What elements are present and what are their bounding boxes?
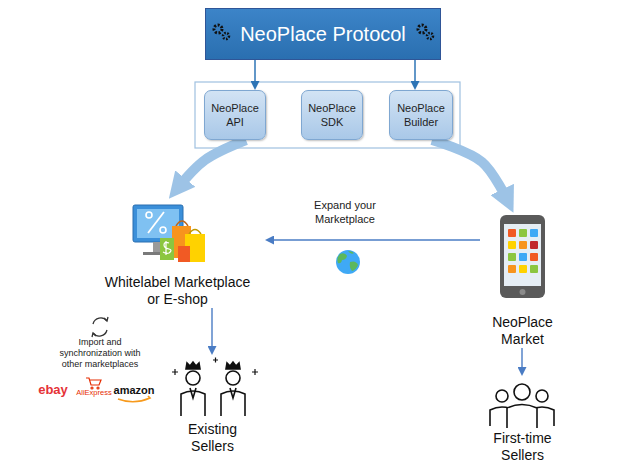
- shop-icon: [160, 238, 174, 260]
- phone-icon: [530, 265, 538, 273]
- shop-icon: [143, 252, 173, 255]
- sync-icon: [92, 333, 96, 337]
- first-time-sellers-icon: [514, 384, 530, 400]
- globe-icon: [336, 250, 360, 274]
- phone-icon: [519, 253, 527, 261]
- shop-icon: [176, 221, 188, 226]
- logo-text: AliExpress: [76, 388, 111, 397]
- tool-box: NeoPlace API: [204, 90, 266, 140]
- tool-box: NeoPlace Builder: [389, 90, 453, 140]
- first-time-sellers-icon: [490, 407, 514, 426]
- connector-arrow: [521, 348, 522, 372]
- node-text: NeoPlace Protocol: [240, 23, 406, 46]
- shop-icon: [146, 212, 152, 218]
- existing-sellers-icon: [190, 388, 196, 398]
- first-time-sellers-icon: [507, 405, 537, 429]
- phone-icon: [500, 215, 545, 298]
- node-text: Whitelabel Marketplace or E-shop: [103, 274, 253, 308]
- connector-arrow: [270, 239, 481, 240]
- shop-icon: [148, 212, 164, 233]
- shop-icon: [133, 205, 205, 262]
- globe-icon: [337, 253, 347, 263]
- existing-sellers-icon: [172, 358, 258, 417]
- logo-text: ebay: [38, 382, 68, 398]
- sellers-node: Existing Sellers: [160, 355, 265, 455]
- sellers-node: First-time Sellers: [470, 376, 575, 464]
- first-time-sellers-icon: [496, 390, 508, 402]
- phone-icon: [530, 229, 538, 237]
- phone-icon: [530, 241, 538, 249]
- node-text: NeoPlace SDK: [302, 101, 362, 130]
- logo-text: amazon: [114, 384, 155, 397]
- connector-arrow: [211, 308, 212, 351]
- globe-icon: [348, 251, 354, 254]
- amazon-smile: [118, 396, 150, 402]
- globe-icon: [336, 250, 360, 274]
- node-text: Existing Sellers: [173, 421, 253, 455]
- phone-icon: [508, 241, 516, 249]
- node-text: NeoPlace Builder: [390, 101, 452, 130]
- phone-icon: [519, 265, 527, 273]
- market-node: NeoPlace Market: [480, 212, 565, 348]
- existing-sellers-icon: [230, 388, 236, 398]
- edge-label: Expand your Marketplace: [297, 198, 393, 228]
- shop-icon: [137, 209, 179, 238]
- existing-sellers-icon: [186, 371, 200, 385]
- node-text: NeoPlace Market: [483, 314, 563, 348]
- connector-arrow: [414, 60, 416, 86]
- tool-box: NeoPlace SDK: [301, 90, 363, 140]
- first-time-sellers-icon: [490, 384, 554, 428]
- shop-icon: [160, 227, 166, 233]
- sync-icon: [104, 317, 108, 321]
- shop-icon: [185, 234, 205, 262]
- cart-icon: [86, 378, 101, 389]
- existing-sellers-icon: [181, 391, 205, 416]
- shop-node: Whitelabel Marketplace or E-shop: [90, 198, 265, 308]
- phone-icon: [519, 229, 527, 237]
- existing-sellers-icon: [221, 391, 245, 416]
- flow-arrow: [177, 140, 246, 189]
- first-time-sellers-icon: [530, 407, 554, 426]
- phone-icon: [520, 289, 526, 295]
- node-text: First-time Sellers: [478, 430, 568, 464]
- sync-icon: [92, 317, 108, 337]
- shop-icon: [133, 205, 183, 242]
- sync-icon: [93, 330, 107, 336]
- phone-icon: [500, 215, 545, 298]
- flow-arrow: [432, 140, 508, 201]
- node-text: NeoPlace API: [205, 101, 265, 130]
- note-text: Import and synchronization with other ma…: [48, 337, 152, 369]
- phone-icon: [530, 253, 538, 261]
- phone-icon: [508, 253, 516, 261]
- shop-icon: [189, 230, 201, 235]
- shop-icon: [172, 226, 191, 258]
- cart-icon: [86, 378, 101, 385]
- first-time-sellers-icon: [536, 390, 548, 402]
- protocol-box: NeoPlace Protocol: [205, 8, 441, 60]
- phone-icon: [504, 224, 541, 286]
- shop-icon: [153, 242, 163, 252]
- existing-sellers-icon: [226, 362, 240, 369]
- phone-icon: [508, 229, 516, 237]
- existing-sellers-icon: [172, 358, 258, 376]
- sync-icon: [93, 318, 107, 324]
- tools-container: [195, 82, 460, 148]
- shop-icon: [178, 246, 190, 262]
- existing-sellers-icon: [226, 371, 240, 385]
- phone-icon: [519, 241, 527, 249]
- existing-sellers-icon: [186, 362, 200, 369]
- connector-arrow: [254, 60, 256, 86]
- phone-icon: [508, 265, 516, 273]
- globe-icon: [350, 261, 358, 271]
- shop-icon: [163, 241, 171, 255]
